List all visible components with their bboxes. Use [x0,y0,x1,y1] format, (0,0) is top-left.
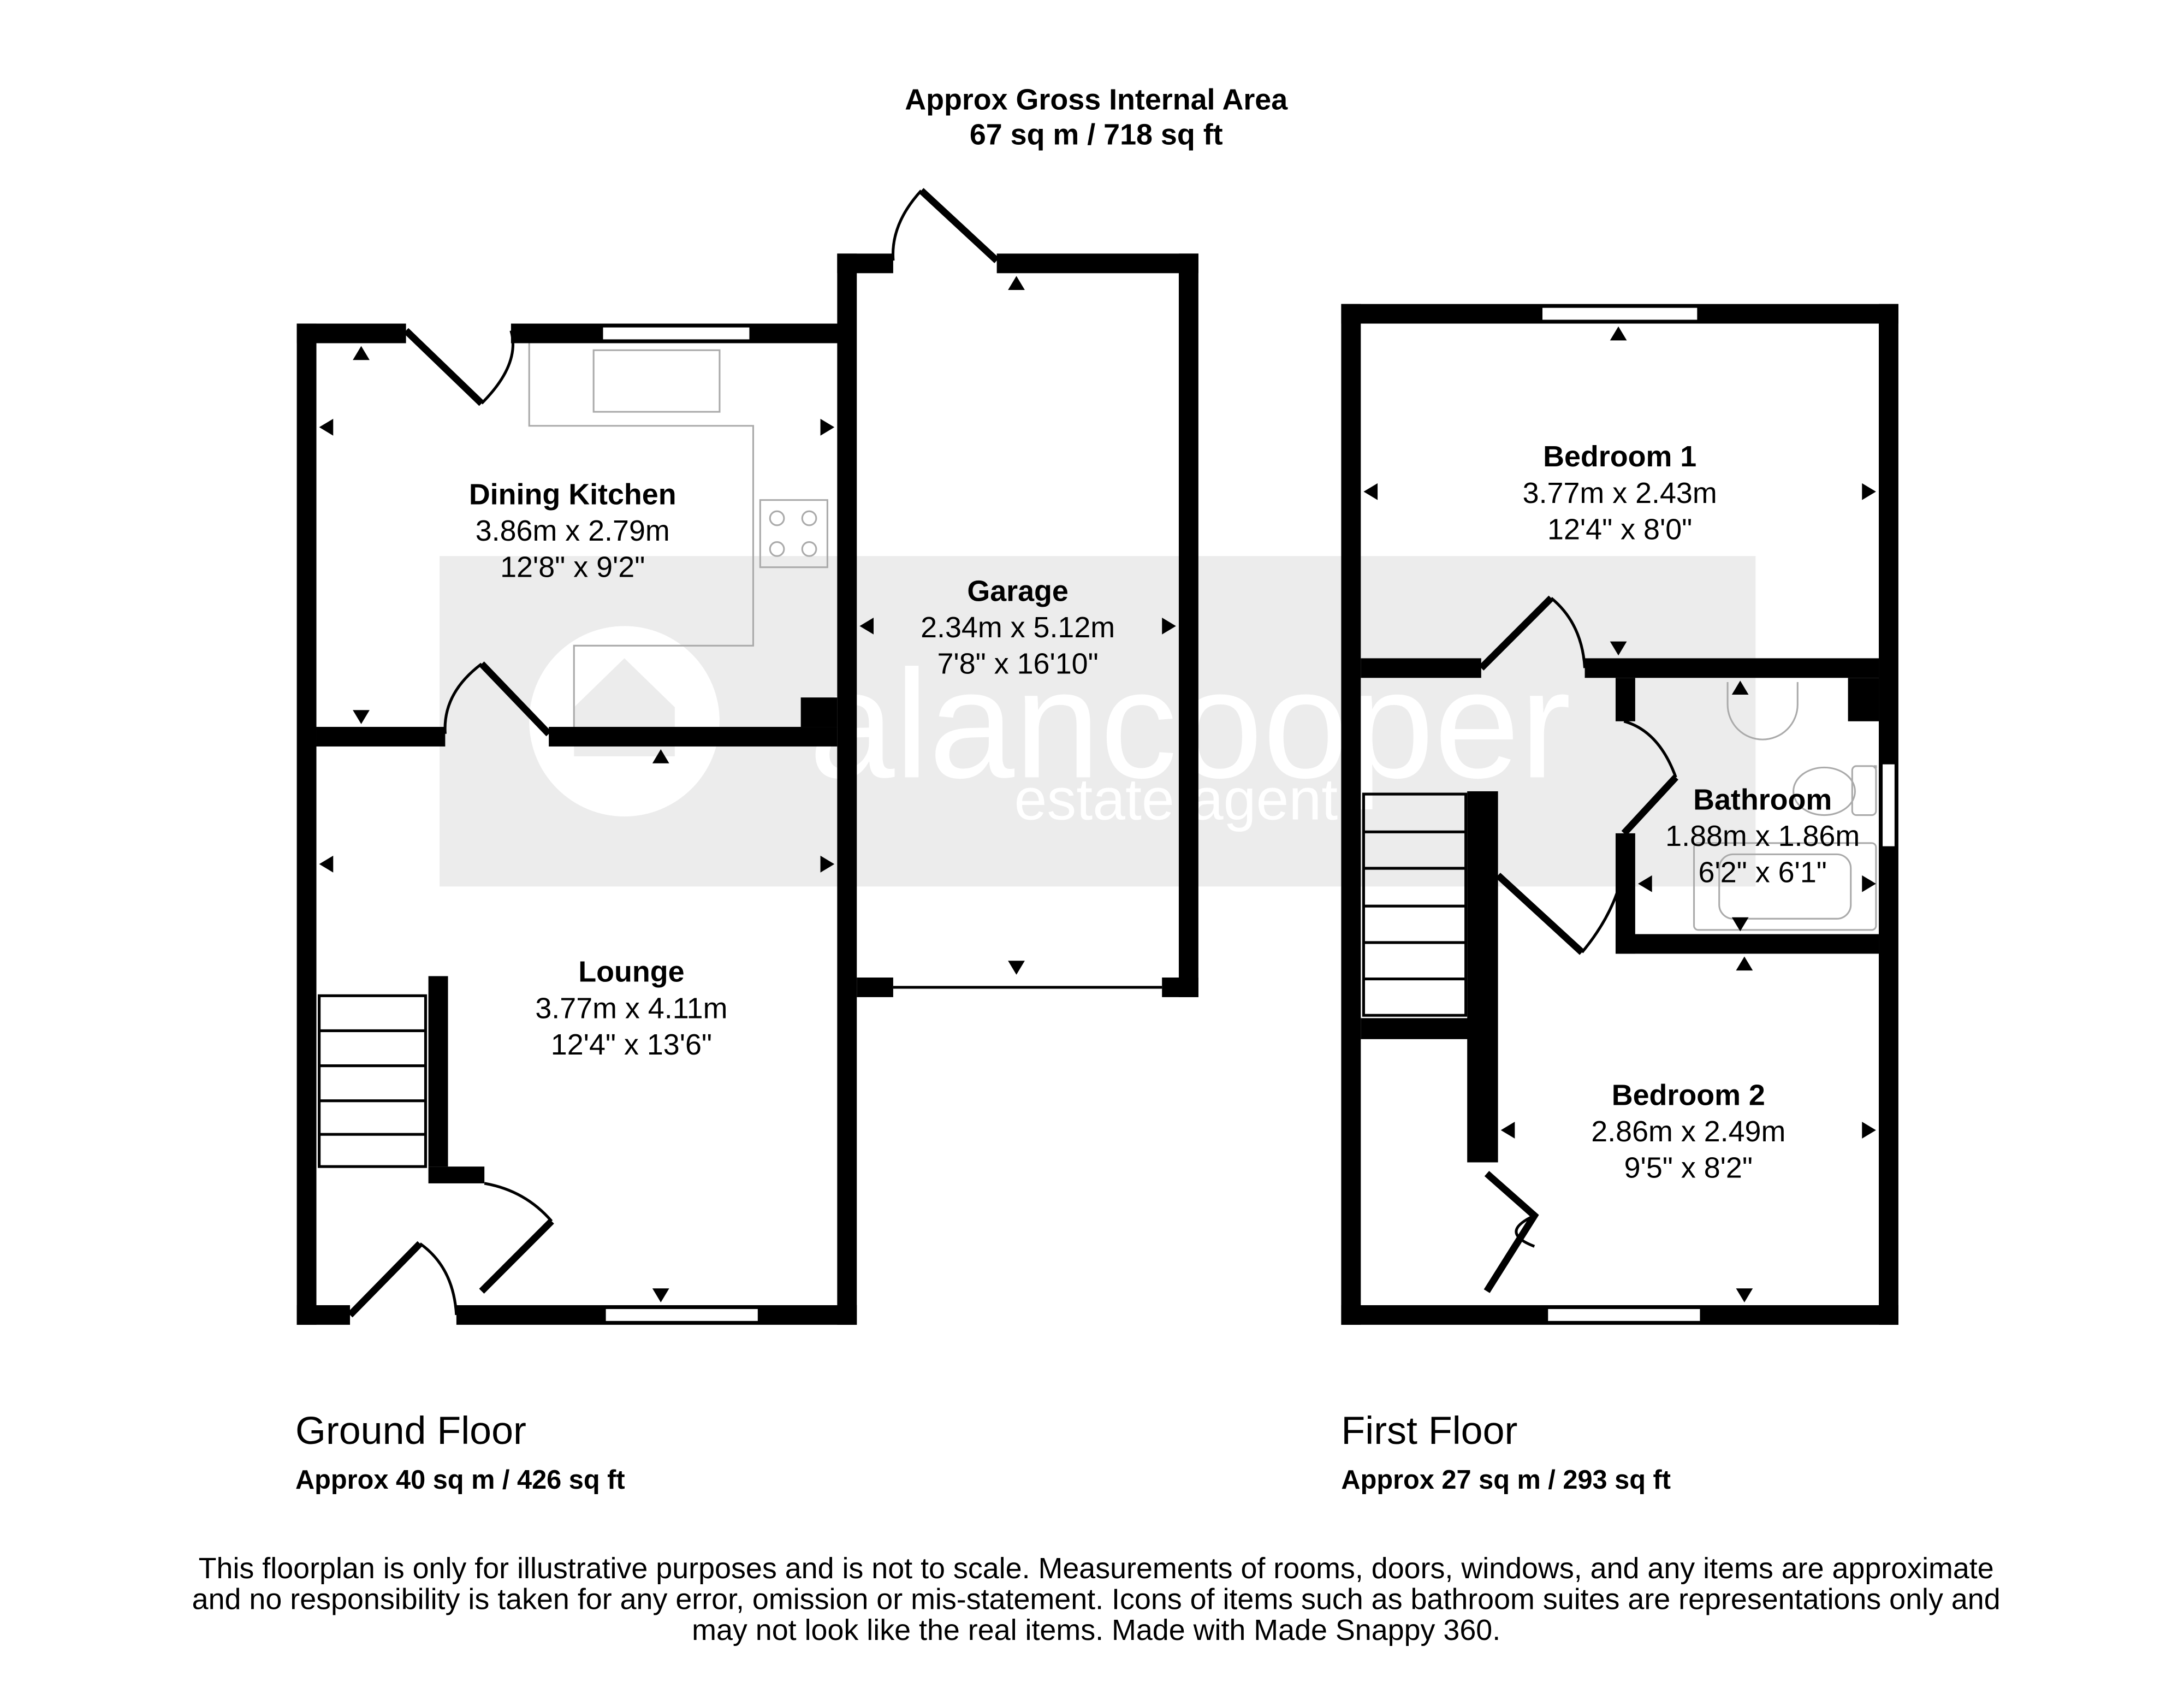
svg-text:and no responsibility is taken: and no responsibility is taken for any e… [192,1583,2001,1615]
first-stairs [1362,792,1468,1017]
room-label-dining-kitchen: Dining Kitchen 3.86m x 2.79m 12'8" x 9'2… [469,478,676,583]
svg-text:may not look like the real ite: may not look like the real items. Made w… [692,1614,1500,1647]
garage-door [918,188,999,263]
svg-text:2.86m x 2.49m: 2.86m x 2.49m [1591,1115,1785,1148]
svg-text:2.34m x 5.12m: 2.34m x 5.12m [921,611,1115,644]
bathroom-door [1621,774,1678,836]
room-label-bathroom: Bathroom 1.88m x 1.86m 6'2" x 6'1" [1665,783,1860,889]
gross-area-title: Approx Gross Internal Area [905,83,1288,116]
svg-text:1.88m x 1.86m: 1.88m x 1.86m [1665,820,1860,852]
bedroom1-door [1479,595,1554,671]
ground-stairs [318,994,428,1168]
disclaimer: This floorplan is only for illustrative … [192,1552,2001,1647]
svg-text:7'8" x 16'10": 7'8" x 16'10" [937,648,1098,680]
svg-text:Bedroom 1: Bedroom 1 [1543,440,1696,473]
svg-text:9'5" x 8'2": 9'5" x 8'2" [1624,1152,1753,1184]
room-label-garage: Garage 2.34m x 5.12m 7'8" x 16'10" [921,575,1115,680]
ground-floor-area: Approx 40 sq m / 426 sq ft [295,1465,625,1495]
room-label-lounge: Lounge 3.77m x 4.11m 12'4" x 13'6" [535,956,727,1061]
kitchen-worktop [528,343,755,727]
porch-door [479,1218,554,1294]
kitchen-door [403,328,484,406]
dimension-arrows-first [1363,326,1876,1302]
sink-icon [592,349,721,413]
svg-text:12'4" x 13'6": 12'4" x 13'6" [551,1028,712,1061]
svg-text:This floorplan is only for ill: This floorplan is only for illustrative … [199,1552,1994,1585]
gross-area-value: 67 sq m / 718 sq ft [970,118,1223,151]
svg-text:12'4" x 8'0": 12'4" x 8'0" [1547,513,1692,546]
svg-text:12'8" x 9'2": 12'8" x 9'2" [500,551,645,584]
toilet-icon [1793,766,1856,816]
room-label-bedroom1: Bedroom 1 3.77m x 2.43m 12'4" x 8'0" [1523,440,1717,546]
svg-text:Garage: Garage [967,575,1069,607]
first-floor-area: Approx 27 sq m / 293 sq ft [1341,1465,1671,1495]
svg-text:6'2" x 6'1": 6'2" x 6'1" [1699,856,1827,889]
ground-floor-title: Ground Floor [295,1409,526,1453]
kitchen-lounge-door [479,661,551,737]
bath-icon [1693,842,1877,931]
svg-text:3.77m x 2.43m: 3.77m x 2.43m [1523,477,1717,510]
ground-floor-plan [296,188,1198,1325]
svg-text:3.86m x 2.79m: 3.86m x 2.79m [476,514,670,547]
basin-icon [1726,682,1799,741]
svg-text:Bedroom 2: Bedroom 2 [1612,1079,1765,1111]
dimension-arrows [319,276,1176,1302]
svg-text:Dining Kitchen: Dining Kitchen [469,478,676,511]
wardrobe-door [1483,1171,1539,1293]
front-door [347,1241,423,1318]
first-floor-title: First Floor [1341,1409,1517,1453]
svg-text:3.77m x 4.11m: 3.77m x 4.11m [535,992,727,1024]
room-label-bedroom2: Bedroom 2 2.86m x 2.49m 9'5" x 8'2" [1591,1079,1785,1184]
hob-icon [759,499,828,568]
svg-text:Lounge: Lounge [578,956,684,988]
watermark-tagline: estate agent [1014,766,1338,832]
svg-text:Bathroom: Bathroom [1693,783,1832,816]
first-floor-plan [1341,304,1898,1325]
